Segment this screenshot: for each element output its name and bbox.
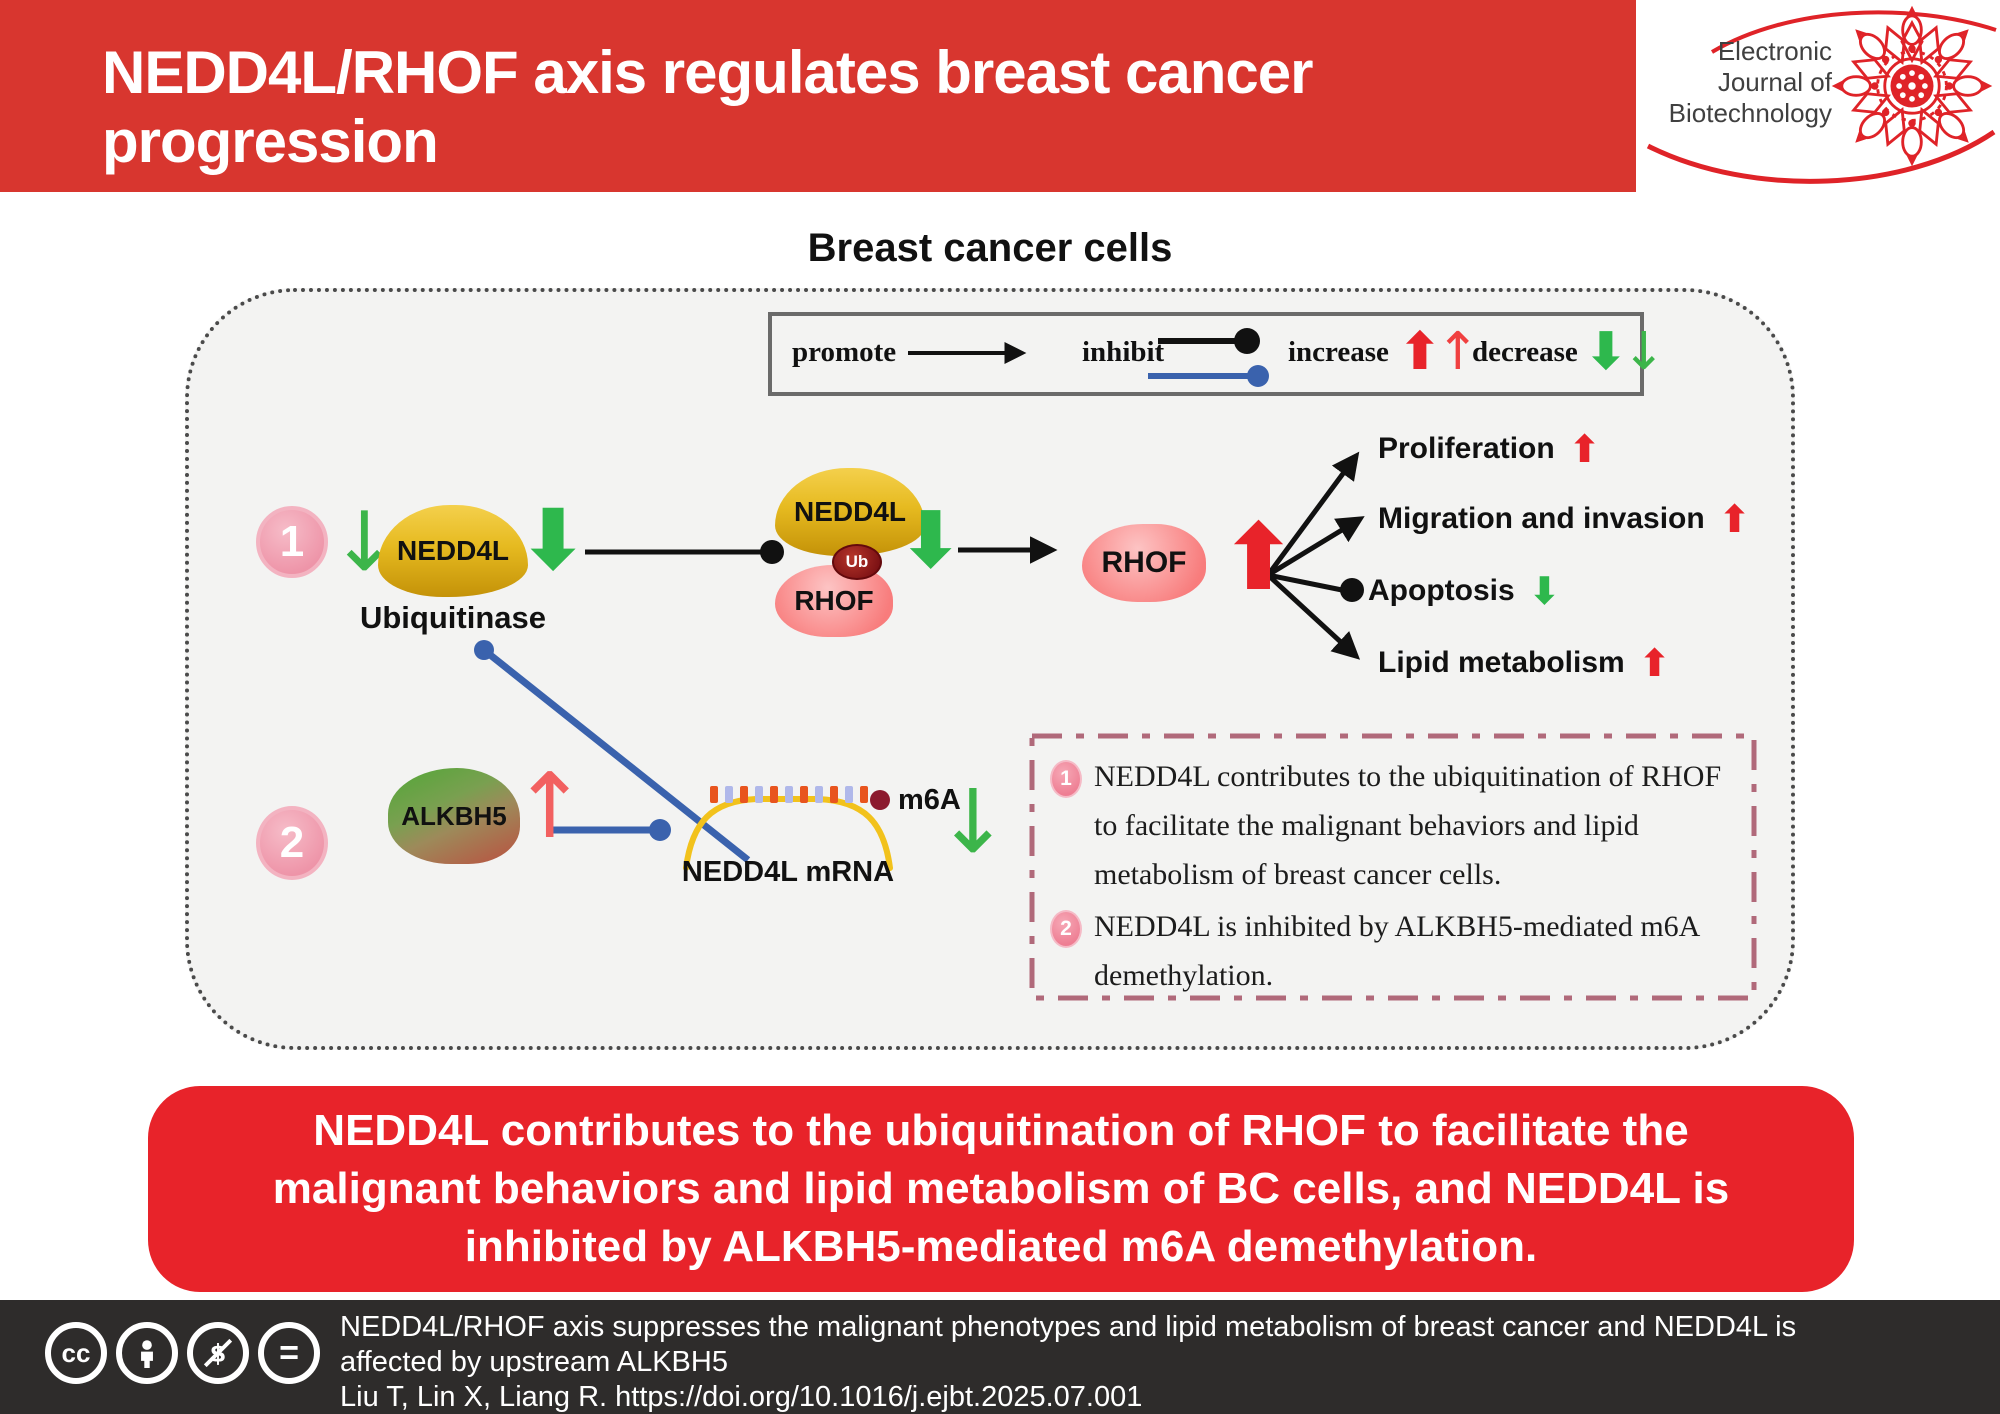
license-icons: cc $ = [45, 1322, 320, 1384]
legend-increase-thin-arrow-icon: ↑ [1436, 322, 1480, 382]
nedd4l-label: NEDD4L [396, 535, 509, 566]
legend-increase-solid-arrow-icon: ⬆ [1398, 322, 1442, 382]
footer-line-2: affected by upstream ALKBH5 [340, 1346, 728, 1378]
outcome-lipid-metabolism: Lipid metabolism ⬆ [1378, 644, 1671, 682]
legend-decrease-label: decrease [1472, 336, 1578, 368]
page-title: NEDD4L/RHOF axis regulates breast cancer… [102, 39, 1313, 175]
summary-line-3: inhibited by ALKBH5-mediated m6A demethy… [464, 1222, 1538, 1271]
legend-decrease-solid-arrow-icon: ⬇ [1584, 322, 1628, 382]
legend-inhibit-label: inhibit [1082, 336, 1165, 368]
rhof-label: RHOF [1101, 546, 1187, 579]
outcome-migration-invasion: Migration and invasion ⬆ [1378, 500, 1751, 538]
header-banner [0, 0, 1636, 192]
m6a-label: m6A [898, 784, 961, 816]
legend-increase-label: increase [1288, 336, 1389, 368]
rhof-blob: RHOF [1082, 524, 1206, 602]
footer-line-1: NEDD4L/RHOF axis suppresses the malignan… [340, 1311, 1797, 1343]
note2-text: NEDD4L is inhibited by ALKBH5-mediated m… [1094, 910, 1699, 992]
outcome-label: Proliferation [1378, 432, 1555, 465]
legend-box [768, 312, 1644, 396]
note1-badge: 1 [1050, 760, 1082, 798]
complex-nedd4l-label: NEDD4L [793, 496, 906, 527]
by-attribution-icon [116, 1322, 178, 1384]
pathway2-badge: 2 [256, 806, 328, 880]
summary-line-1: NEDD4L contributes to the ubiquitination… [313, 1106, 1689, 1155]
ubiquitin-tag: Ub [832, 544, 882, 580]
complex-nedd4l-blob: NEDD4L [775, 468, 925, 556]
alkbh5-blob: ALKBH5 [388, 768, 520, 864]
journal-line-3: Biotechnology [1668, 98, 1832, 128]
complex-decrease-solid-arrow-icon: ⬇ [898, 496, 964, 586]
journal-line-1: Electronic [1717, 36, 1832, 66]
nd-glyph: = [279, 1333, 299, 1372]
decrease-arrow-icon: ⬇ [1528, 569, 1561, 613]
increase-arrow-icon: ⬆ [1638, 641, 1671, 685]
diagram-title: Breast cancer cells [807, 226, 1173, 270]
journal-logo-text: Electronic Journal of Biotechnology [1652, 36, 1832, 129]
note1-text: NEDD4L contributes to the ubiquitination… [1094, 760, 1722, 891]
complex-rhof-blob: RHOF [775, 565, 893, 637]
outcome-label: Migration and invasion [1378, 502, 1705, 535]
alkbh5-increase-thin-arrow-icon: ↑ [512, 754, 588, 859]
increase-arrow-icon: ⬆ [1718, 497, 1751, 541]
cc-glyph: cc [61, 1337, 91, 1368]
outcome-apoptosis: Apoptosis ⬇ [1368, 572, 1561, 610]
increase-arrow-icon: ⬆ [1568, 427, 1601, 471]
nc-icon: $ [187, 1322, 249, 1384]
alkbh5-label: ALKBH5 [401, 800, 507, 831]
nedd4l-decrease-solid-arrow-icon: ⬇ [518, 491, 589, 589]
pathway1-badge: 1 [256, 506, 328, 578]
outcome-label: Apoptosis [1368, 574, 1515, 607]
journal-rosette-icon [1830, 5, 1994, 168]
ubiquitinase-label: Ubiquitinase [359, 600, 546, 635]
cc-icon: cc [45, 1322, 107, 1384]
outcome-proliferation: Proliferation ⬆ [1378, 430, 1601, 468]
journal-line-2: Journal of [1717, 67, 1832, 97]
footer-line-3: Liu T, Lin X, Liang R. https://doi.org/1… [340, 1381, 1143, 1413]
nedd4l-mrna-label: NEDD4L mRNA [681, 856, 895, 888]
footer-citation: NEDD4L/RHOF axis suppresses the malignan… [340, 1310, 1980, 1414]
nd-icon: = [258, 1322, 320, 1384]
summary-box: NEDD4L contributes to the ubiquitination… [148, 1086, 1854, 1292]
outcome-label: Lipid metabolism [1378, 646, 1625, 679]
nedd4l-blob: NEDD4L [378, 505, 528, 597]
note2-badge: 2 [1050, 910, 1082, 948]
complex-rhof-label: RHOF [794, 585, 874, 616]
legend-decrease-thin-arrow-icon: ↓ [1622, 322, 1666, 382]
summary-line-2: malignant behaviors and lipid metabolism… [272, 1164, 1730, 1213]
rhof-increase-solid-arrow-icon: ⬆ [1220, 504, 1298, 611]
m6a-decrease-thin-arrow-icon: ↓ [936, 770, 1010, 873]
legend-promote-label: promote [792, 336, 897, 368]
footer-bar [0, 1300, 2000, 1414]
